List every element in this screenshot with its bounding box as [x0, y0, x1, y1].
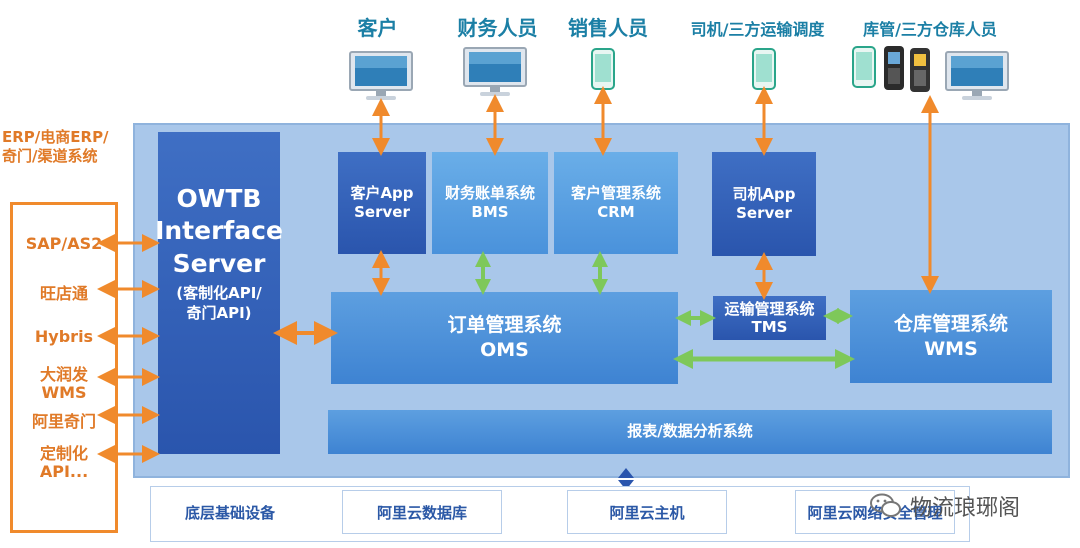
role-sales: 销售人员 [568, 16, 648, 40]
role-customer: 客户 [357, 16, 398, 40]
external-system-ali-qimen: 阿里奇门 [31, 412, 96, 431]
tms-system[interactable]: 运输管理系统 TMS [713, 296, 826, 340]
driver-app-server[interactable]: 司机App Server [712, 152, 816, 256]
owtb-title: OWTB Interface Server [155, 183, 283, 278]
external-system-custom-api: 定制化 API... [39, 444, 89, 482]
infra-base: 底层基础设备 [152, 490, 308, 534]
phone-icon [591, 48, 615, 90]
oms-system[interactable]: 订单管理系统 OMS [331, 292, 678, 384]
erp-label: ERP/电商ERP/ 奇门/渠道系统 [2, 128, 109, 165]
phone-icon [752, 48, 776, 90]
bms-system[interactable]: 财务账单系统 BMS [432, 152, 548, 254]
infra-db: 阿里云数据库 [342, 490, 502, 534]
monitor-icon [945, 51, 1009, 100]
owtb-subtitle: (客制化API/ 奇门API) [176, 284, 262, 322]
scanner-icon [884, 46, 930, 92]
external-system-rtmart-wms: 大润发 WMS [39, 365, 88, 403]
watermark-text: 物流琅琊阁 [910, 496, 1021, 521]
monitor-icon [463, 47, 527, 96]
role-driver: 司机/三方运输调度 [690, 20, 825, 39]
external-system-hybris: Hybris [34, 327, 94, 346]
customer-app-server[interactable]: 客户App Server [338, 152, 426, 254]
role-warehouse: 库管/三方仓库人员 [863, 20, 997, 39]
wms-system[interactable]: 仓库管理系统 WMS [850, 290, 1052, 383]
external-system-wangdiantong: 旺店通 [39, 284, 88, 303]
owtb-interface-server[interactable]: OWTB Interface Server (客制化API/ 奇门API) [155, 132, 283, 454]
phone-icon [852, 46, 876, 88]
infra-host: 阿里云主机 [567, 490, 727, 534]
external-system-sap: SAP/AS2 [25, 234, 103, 253]
wechat-icon [870, 493, 901, 517]
external-systems-frame [10, 202, 118, 533]
role-finance: 财务人员 [457, 16, 538, 40]
crm-system[interactable]: 客户管理系统 CRM [554, 152, 678, 254]
report-system[interactable]: 报表/数据分析系统 [328, 410, 1052, 454]
arrow-panel-infra [618, 468, 634, 490]
watermark: 物流琅琊阁 [870, 488, 1076, 524]
